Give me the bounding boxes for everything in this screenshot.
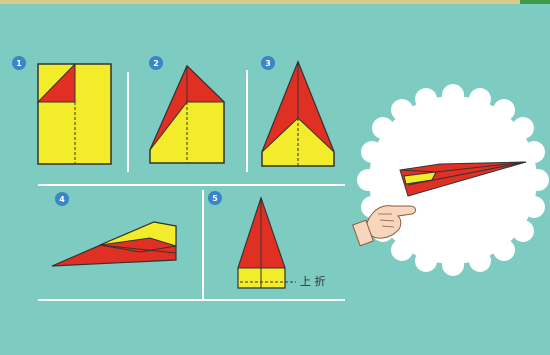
top-edge-strip [0, 0, 550, 4]
fold-up-note: 上 折 [300, 274, 326, 288]
top-edge-leaf [520, 0, 550, 4]
step-5-number: 5 [212, 194, 218, 203]
step-3-number: 3 [265, 59, 271, 68]
step-1-number: 1 [16, 59, 22, 68]
step-2-number: 2 [153, 59, 159, 68]
step-4-number: 4 [59, 195, 65, 204]
